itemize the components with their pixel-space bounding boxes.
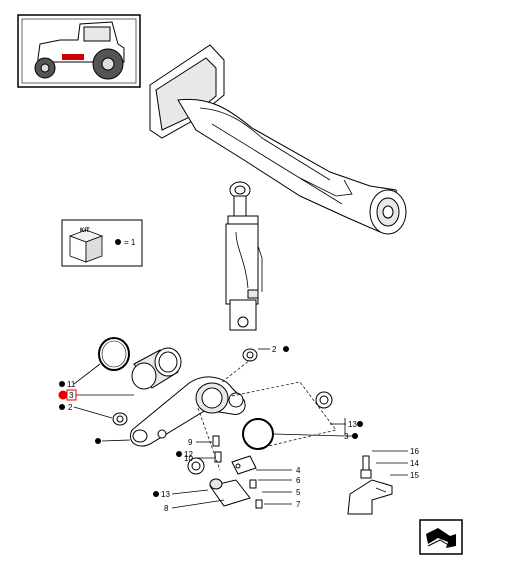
steering-cylinder [225, 181, 263, 331]
pivot-pin-8 [209, 478, 251, 507]
callout-3-right[interactable]: 3 [344, 432, 358, 441]
svg-text:13: 13 [161, 490, 170, 499]
svg-text:3: 3 [69, 391, 74, 400]
callout-13-left[interactable]: 13 [153, 490, 170, 499]
kit-label: KIT [80, 228, 90, 234]
callout-8[interactable]: 8 [164, 504, 169, 513]
callout-15[interactable]: 15 [410, 471, 419, 480]
mounting-bracket [347, 455, 393, 515]
o-ring-3 [242, 418, 274, 450]
svg-text:13: 13 [348, 420, 357, 429]
callout-7[interactable]: 7 [296, 500, 301, 509]
callout-4[interactable]: 4 [296, 466, 301, 475]
callout-12[interactable]: 12 [176, 450, 193, 459]
tractor-thumbnail-icon[interactable] [17, 14, 141, 88]
svg-text:10: 10 [184, 454, 193, 463]
red-dot-icon [58, 390, 68, 400]
next-page-arrow-icon[interactable] [419, 519, 463, 555]
svg-text:16: 16 [410, 447, 419, 456]
leader-lines [73, 348, 408, 509]
kit-box-icon: KIT [68, 228, 104, 263]
callout-13-right[interactable]: 13 [348, 420, 363, 429]
kit-legend-text: = 1 [124, 238, 136, 247]
snap-ring-11 [98, 337, 130, 371]
front-axle-housing [149, 44, 407, 235]
svg-text:8: 8 [164, 504, 169, 513]
svg-text:3: 3 [344, 432, 349, 441]
svg-text:2: 2 [272, 345, 277, 354]
callout-6[interactable]: 6 [296, 476, 301, 485]
callout-11[interactable]: 11 [59, 380, 76, 389]
dashed-assembly-lines [197, 359, 337, 471]
pivot-bracket [130, 376, 246, 447]
svg-text:15: 15 [410, 471, 419, 480]
svg-text:5: 5 [296, 488, 301, 497]
grease-fitting [212, 435, 222, 463]
svg-text:12: 12 [184, 450, 193, 459]
callout-3-highlighted[interactable]: 3 [58, 389, 77, 401]
kit-legend: KIT = 1 [61, 219, 143, 267]
callout-kit-bracket[interactable] [95, 438, 101, 444]
callout-10[interactable]: 10 [184, 454, 193, 463]
svg-text:9: 9 [188, 438, 193, 447]
svg-text:4: 4 [296, 466, 301, 475]
callout-2-cylinder[interactable]: 2 [272, 345, 289, 354]
svg-text:7: 7 [296, 500, 301, 509]
callout-16[interactable]: 16 [410, 447, 419, 456]
retaining-plate [231, 455, 263, 509]
svg-text:6: 6 [296, 476, 301, 485]
svg-text:11: 11 [67, 380, 76, 389]
bushing-3 [131, 347, 182, 390]
callout-9[interactable]: 9 [188, 438, 193, 447]
callout-2-left[interactable]: 2 [59, 403, 73, 412]
callout-5[interactable]: 5 [296, 488, 301, 497]
svg-text:14: 14 [410, 459, 419, 468]
callout-14[interactable]: 14 [410, 459, 419, 468]
svg-text:2: 2 [68, 403, 73, 412]
